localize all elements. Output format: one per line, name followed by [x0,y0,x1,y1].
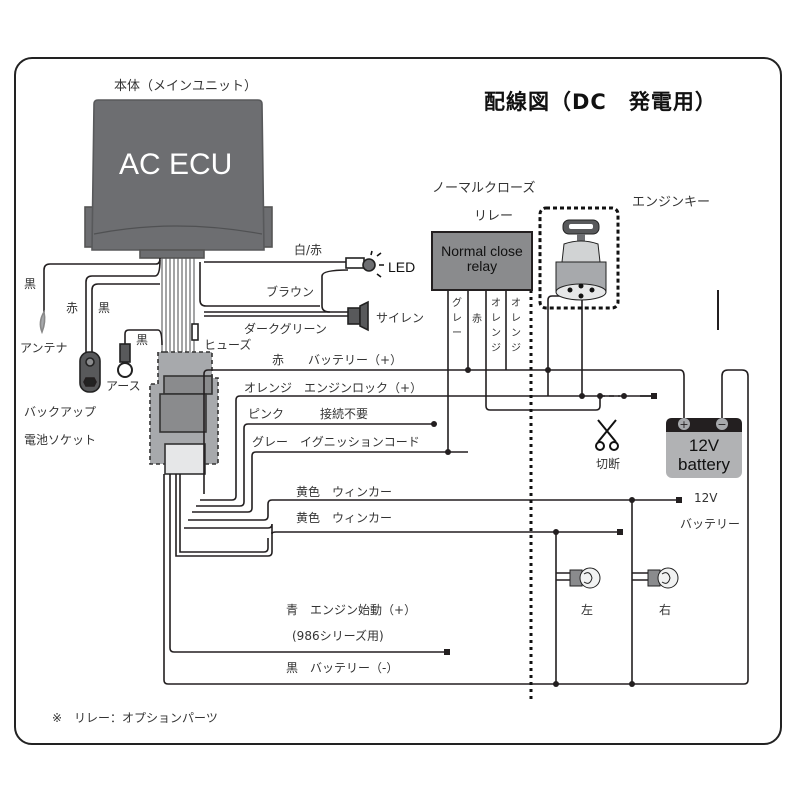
battery-icon: + − [666,418,742,478]
led-icon [362,258,376,272]
ecu-label: AC ECU [119,148,233,181]
wire-harness [161,258,195,360]
wire-label-black: 黒 バッテリー（-） [286,661,399,675]
relay-box [431,231,533,291]
led-wire-label: 白/赤 [294,243,323,257]
svg-text:+: + [679,418,688,431]
footnote: ※ リレー：オプションパーツ [52,711,218,725]
antenna-wire-label: 黒 [24,277,37,291]
svg-text:−: − [717,418,726,431]
relay-pin-orange-2: オレンジ [511,298,521,354]
battery-note-12v: 12V [694,491,718,505]
harness-connector [149,351,219,475]
cut-label: 切断 [596,457,621,471]
wire-label-yellow-1: 黄色 ウィンカー [296,485,393,499]
ecu-unit [84,99,273,259]
relay-caption-line2: リレー [474,209,514,224]
ground-wire-label: 黒 [136,333,149,347]
diagram-frame [14,57,782,745]
fuse-label: ヒューズ [204,338,252,352]
battery-minus-terminal [716,418,728,430]
ground-label: アース [106,379,141,393]
antenna-label: アンテナ [20,341,68,355]
fuse-wire-label: ダークグリーン [244,322,327,336]
backup-red-wire-label: 赤 [66,301,79,315]
backup-label-line2: 電池ソケット [24,433,97,447]
ground-ring-icon [117,362,133,378]
lamp-left-label: 左 [581,603,594,617]
backup-label-line1: バックアップ [24,405,97,419]
wire-label-blue: 青 エンジン始動（+） [286,603,417,617]
lamp-right-label: 右 [659,603,672,617]
siren-label: サイレン [376,311,425,325]
fuse-icon [191,323,199,341]
wire-label-yellow-2: 黄色 ウィンカー [296,511,393,525]
wire-label-orange: オレンジ エンジンロック（+） [244,381,423,395]
led-label: LED [388,259,416,275]
relay-pin-gray: グレー [452,298,462,339]
relay-caption-line1: ノーマルクローズ [432,181,536,196]
engine-key-icon [538,206,620,310]
ecu-caption: 本体（メインユニット） [114,79,258,94]
wire-label-986: (986シリーズ用) [292,629,384,643]
wire-label-gray: グレー イグニッションコード [252,435,420,449]
wire-label-pink: ピンク 接続不要 [248,407,369,421]
wire-label-red: 赤 バッテリー（+） [272,353,403,367]
battery-note-label: バッテリー [680,517,741,531]
siren-icon [359,300,369,332]
backup-black-wire-label: 黒 [98,301,111,315]
relay-pin-red: 赤 [472,314,482,325]
battery-plus-terminal [678,418,690,430]
relay-pin-orange-1: オレンジ [491,298,501,354]
siren-wire-label: ブラウン [266,285,315,299]
lamp-left-icon [569,567,601,589]
diagram-title: 配線図（DC 発電用） [484,90,717,114]
scissors-icon [595,419,619,451]
antenna-icon [39,309,46,335]
lamp-right-icon [647,567,679,589]
engine-key-caption: エンジンキー [632,195,711,210]
